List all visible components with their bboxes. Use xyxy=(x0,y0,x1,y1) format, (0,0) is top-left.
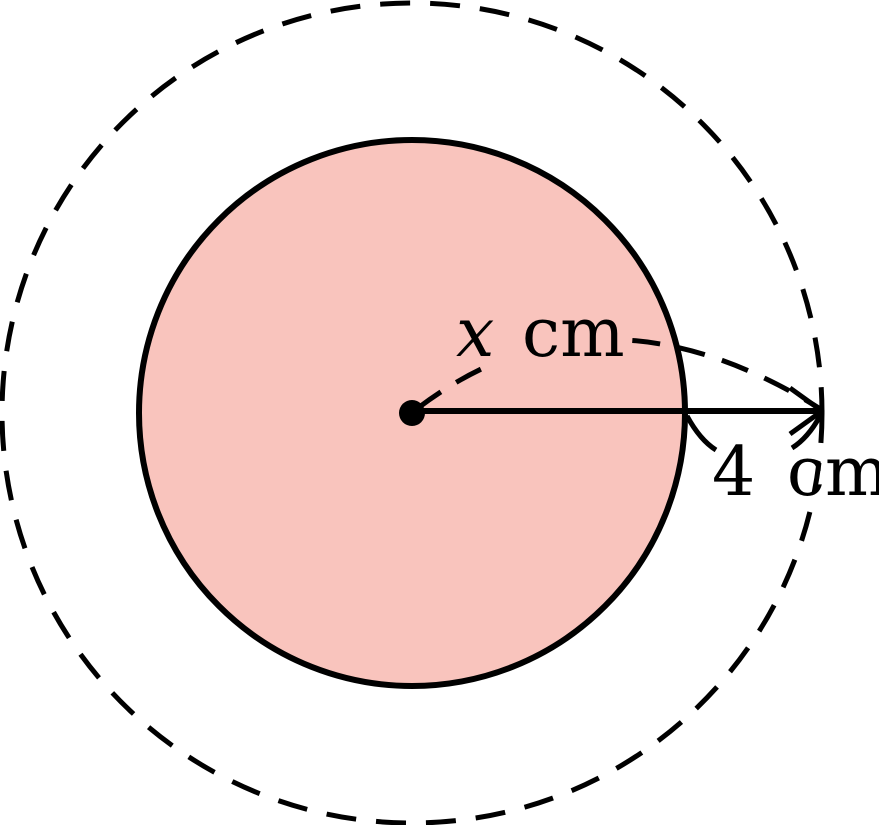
x-cm-label: x cm xyxy=(456,294,625,373)
gap-value: 4 xyxy=(712,433,755,512)
gap-unit: cm xyxy=(787,433,879,512)
x-unit: cm xyxy=(522,294,625,373)
x-variable: x xyxy=(456,294,494,373)
radius-arrowhead xyxy=(788,385,825,437)
center-point xyxy=(399,400,425,426)
x-cm-label-background xyxy=(452,296,628,366)
gap-brace xyxy=(684,414,823,453)
gap-label: 4 cm xyxy=(712,433,879,512)
